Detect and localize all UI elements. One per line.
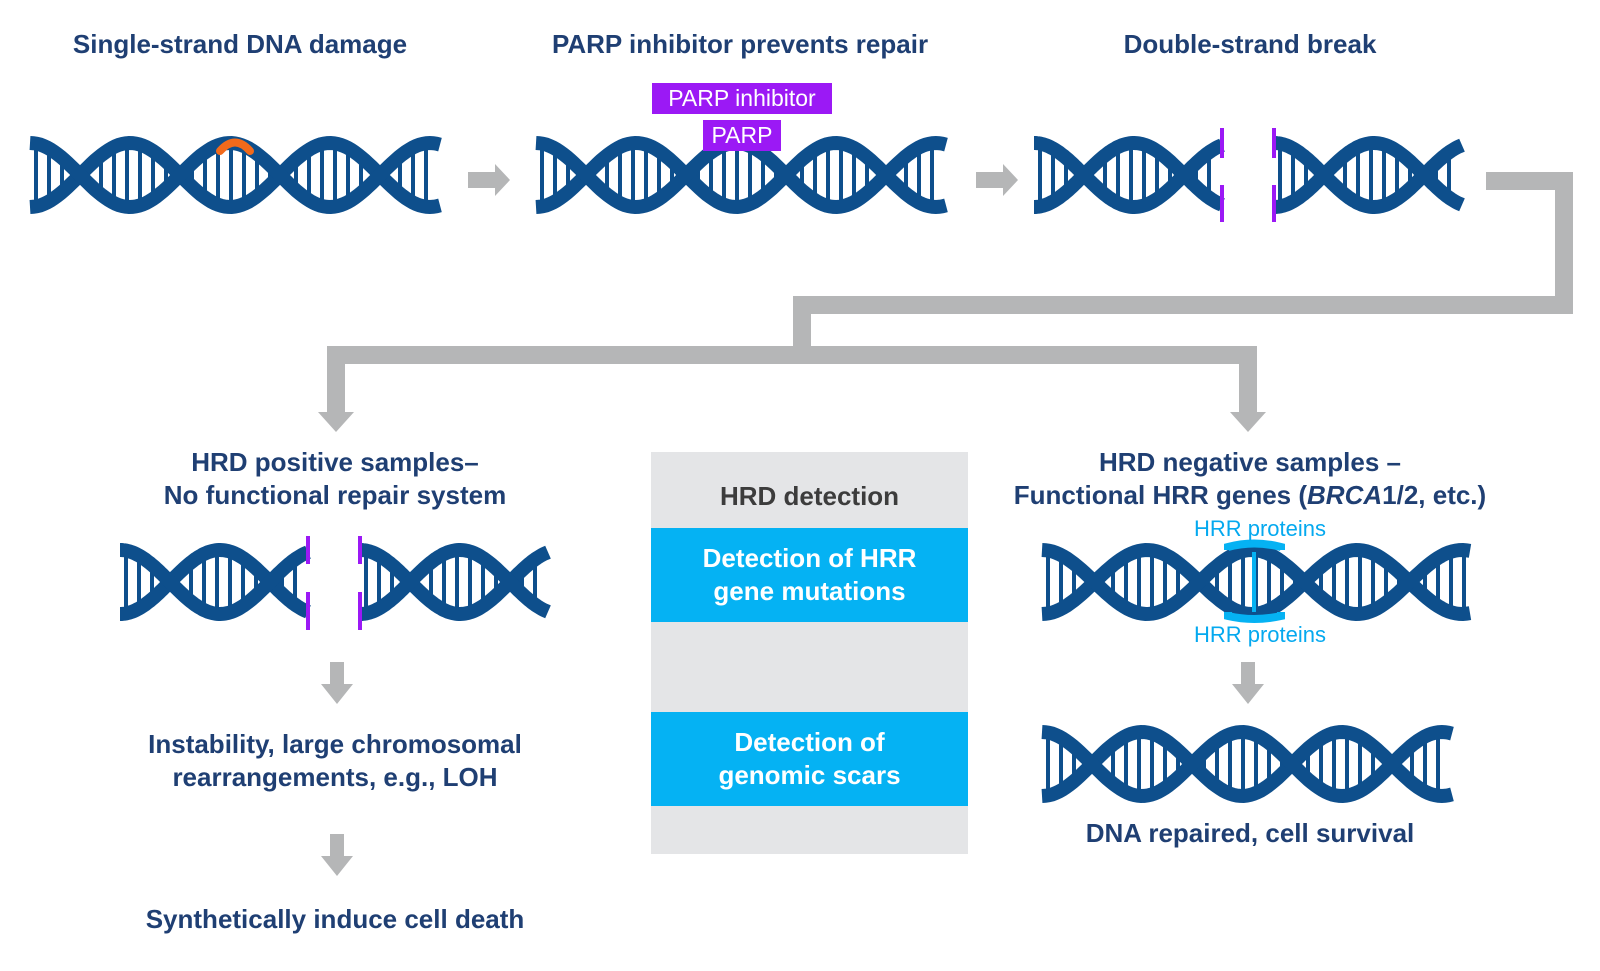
dna-strand bbox=[1041, 724, 1454, 804]
helix-hrd-positive-left bbox=[120, 543, 311, 621]
parp-tag: PARP bbox=[703, 120, 781, 151]
arrow-to-instability bbox=[321, 684, 353, 704]
split-bar bbox=[327, 346, 1257, 364]
dna-strand bbox=[1034, 136, 1225, 214]
hrd-positive-title-line2: No functional repair system bbox=[163, 480, 507, 510]
hrr-proteins-bottom-label: HRR proteins bbox=[1193, 622, 1327, 647]
parp-inhibitor-tag: PARP inhibitor bbox=[652, 83, 832, 114]
step-parp-inhibitor: PARP inhibitor prevents repair bbox=[551, 29, 929, 59]
dna-strand bbox=[1034, 136, 1225, 214]
dna-strand bbox=[360, 543, 551, 621]
hrr-proteins-top-label: HRR proteins bbox=[1193, 516, 1327, 541]
dna-strand bbox=[1041, 542, 1472, 622]
dna-repaired-label: DNA repaired, cell survival bbox=[1085, 818, 1415, 848]
dna-strand bbox=[1041, 542, 1472, 622]
helix-hrd-positive-right bbox=[360, 543, 551, 621]
dna-strand bbox=[360, 543, 551, 621]
hrd-positive-title-line1: HRD positive samples– bbox=[191, 447, 479, 477]
helix-double-strand-break-right bbox=[1274, 136, 1465, 214]
dna-strand bbox=[1041, 724, 1454, 804]
hrd-negative-title-line1: HRD negative samples – bbox=[1098, 447, 1401, 477]
dna-strand bbox=[29, 135, 442, 215]
instability-line2: rearrangements, e.g., LOH bbox=[172, 762, 498, 792]
hrr-protein-top bbox=[1224, 539, 1285, 551]
arrow-to-dna-repaired bbox=[1232, 684, 1264, 704]
instability-line1: Instability, large chromosomal bbox=[148, 729, 522, 759]
arrow-step2-to-step3 bbox=[976, 164, 1018, 196]
dna-strand bbox=[120, 543, 311, 621]
dna-strand bbox=[1274, 136, 1465, 214]
step-double-strand-break: Double-strand break bbox=[1123, 29, 1377, 59]
dna-strand bbox=[535, 135, 948, 215]
hrd-detection-title: HRD detection bbox=[719, 481, 900, 511]
hrd-negative-title-line2: Functional HRR genes (BRCA1/2, etc.) bbox=[1013, 480, 1487, 510]
arrow-to-hrd-positive bbox=[318, 412, 354, 432]
cell-death-label: Synthetically induce cell death bbox=[145, 904, 525, 934]
genomic-scars-line1: Detection of bbox=[734, 727, 885, 757]
genomic-scars-detection-box: Detection of genomic scars bbox=[651, 712, 968, 806]
helix-parp-inhibited bbox=[535, 135, 948, 215]
genomic-scars-line2: genomic scars bbox=[718, 760, 901, 790]
arrow-step1-to-step2 bbox=[468, 164, 510, 196]
helix-single-strand-damage bbox=[29, 135, 442, 215]
hrr-mutation-line1: Detection of HRR bbox=[702, 543, 917, 573]
arrow-to-hrd-negative bbox=[1230, 412, 1266, 432]
helix-dna-repaired bbox=[1041, 724, 1454, 804]
step-single-strand-damage: Single-strand DNA damage bbox=[72, 29, 408, 59]
dna-strand bbox=[1274, 136, 1465, 214]
hrr-mutation-line2: gene mutations bbox=[713, 576, 906, 606]
dna-strand bbox=[120, 543, 311, 621]
elbow-connector bbox=[793, 172, 1573, 350]
dna-strand bbox=[535, 135, 948, 215]
hrr-protein-bottom bbox=[1224, 612, 1285, 623]
dna-strand bbox=[29, 135, 442, 215]
hrr-mutation-detection-box: Detection of HRR gene mutations bbox=[651, 528, 968, 622]
helix-hrd-negative bbox=[1041, 539, 1472, 623]
helix-double-strand-break-left bbox=[1034, 136, 1225, 214]
damage-mark bbox=[216, 138, 254, 155]
arrow-to-cell-death bbox=[321, 856, 353, 876]
